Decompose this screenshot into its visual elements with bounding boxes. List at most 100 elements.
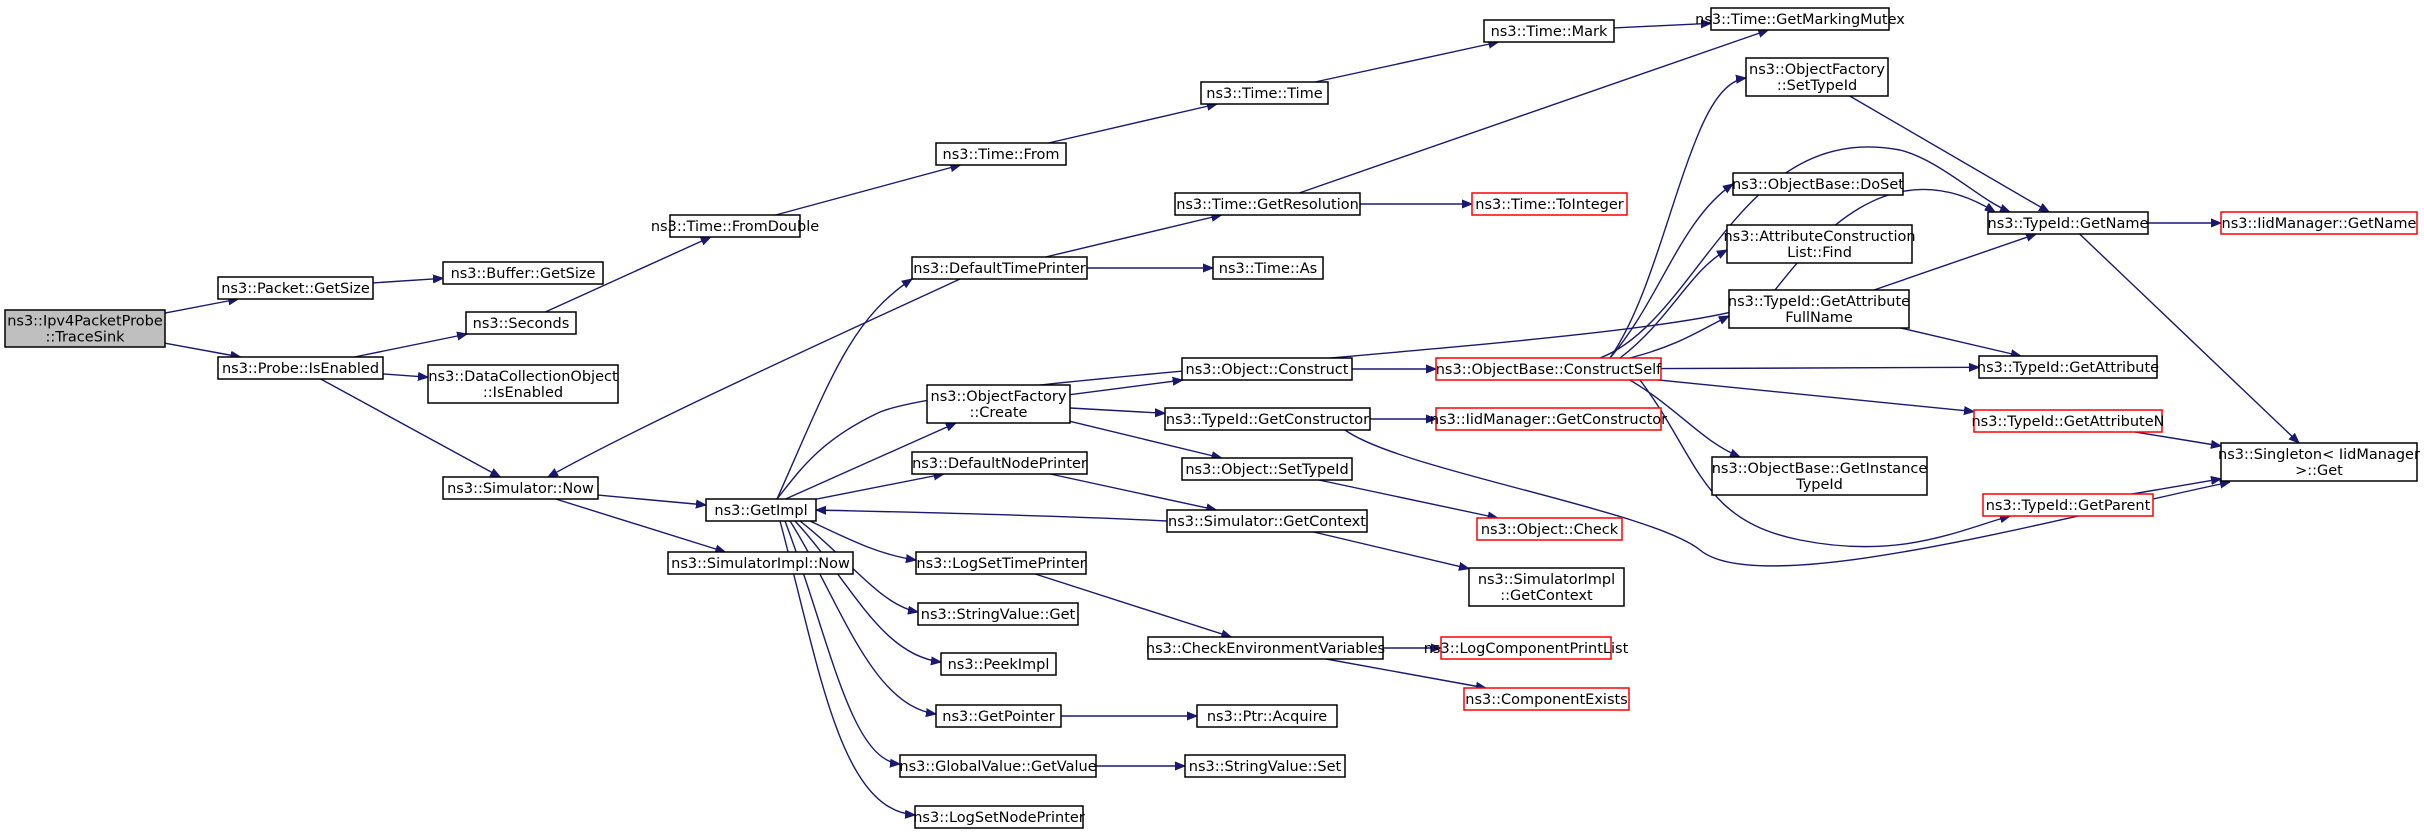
node-label: FullName [1785, 310, 1853, 326]
function-node[interactable]: ns3::TypeId::GetAttributeN [1971, 409, 2165, 433]
call-edge [372, 278, 443, 283]
node-label: ns3::ObjectBase::DoSet [1732, 177, 1904, 193]
function-node[interactable]: ns3::Simulator::Now [442, 476, 599, 500]
node-box [1483, 19, 1615, 43]
function-node[interactable]: ns3::Time::From [935, 142, 1067, 166]
node-label: ns3::TypeId::GetParent [1986, 498, 2151, 514]
node-label: ns3::Time::As [1219, 261, 1317, 277]
call-edge [1629, 315, 1729, 359]
node-label: ::TraceSink [45, 330, 125, 346]
call-edge [1599, 146, 2010, 359]
node-label: ns3::CheckEnvironmentVariables [1146, 641, 1385, 657]
node-box [926, 384, 1071, 424]
function-node[interactable]: ns3::Singleton< IidManager >::Get [2218, 442, 2420, 482]
function-node[interactable]: ns3::DefaultNodePrinter [911, 451, 1088, 475]
call-edge [1639, 379, 2010, 548]
node-label: ::SetTypeId [1777, 78, 1857, 94]
function-node[interactable]: ns3::SimulatorImpl::Now [667, 551, 854, 575]
node-label: ns3::TypeId::GetAttributeN [1971, 414, 2164, 430]
function-node[interactable]: ns3::GetPointer [935, 704, 1062, 728]
node-label: ns3::ObjectBase::GetInstance [1712, 461, 1928, 477]
node-label: ns3::TypeId::GetName [1988, 216, 2149, 232]
node-box [1212, 256, 1324, 280]
function-node[interactable]: ns3::GetImpl [705, 498, 817, 522]
root-function-node[interactable]: ns3::Ipv4PacketProbe::TraceSink [4, 309, 166, 348]
node-label: ns3::Buffer::GetSize [451, 266, 596, 282]
function-node[interactable]: ns3::StringValue::Get [917, 602, 1079, 626]
node-label: ns3::Packet::GetSize [221, 281, 370, 297]
function-node[interactable]: ns3::Time::GetMarkingMutex [1695, 7, 1905, 31]
node-box [1982, 493, 2154, 517]
node-label: >::Get [2295, 463, 2343, 479]
node-box [1181, 357, 1353, 381]
function-node[interactable]: ns3::Time::ToInteger [1471, 192, 1628, 216]
call-edge [1609, 184, 1733, 359]
node-label: ns3::AttributeConstruction [1723, 229, 1915, 245]
call-edge [1658, 379, 1974, 412]
node-label: ns3::StringValue::Set [1189, 759, 1342, 775]
function-node[interactable]: ns3::Object::SetTypeId [1181, 457, 1353, 481]
function-node[interactable]: ns3::ComponentExists [1463, 687, 1630, 711]
function-node[interactable]: ns3::Ptr::Acquire [1196, 704, 1338, 728]
function-node[interactable]: ns3::TypeId::GetName [1987, 211, 2149, 235]
call-edge [776, 279, 912, 500]
function-node[interactable]: ns3::Object::Check [1476, 517, 1623, 541]
function-node[interactable]: ns3::IidManager::GetName [2220, 211, 2418, 235]
call-edge [2132, 479, 2221, 495]
function-node[interactable]: ns3::Buffer::GetSize [442, 261, 604, 285]
function-node[interactable]: ns3::IidManager::GetConstructor [1430, 407, 1667, 431]
function-node[interactable]: ns3::ObjectFactory::Create [926, 384, 1071, 424]
call-edge [1314, 42, 1499, 83]
node-box [465, 311, 577, 335]
call-edge [1034, 573, 1231, 637]
call-edge [597, 494, 706, 505]
function-node[interactable]: ns3::Simulator::GetContext [1166, 509, 1368, 533]
function-node[interactable]: ns3::Object::Construct [1181, 357, 1353, 381]
function-node[interactable]: ns3::TypeId::GetParent [1982, 493, 2154, 517]
node-label: ns3::Time::FromDouble [651, 219, 819, 235]
function-node[interactable]: ns3::Probe::IsEnabled [217, 356, 384, 380]
node-box [914, 805, 1084, 829]
function-node[interactable]: ns3::LogSetTimePrinter [915, 551, 1087, 575]
node-label: ns3::LogSetTimePrinter [916, 556, 1085, 572]
function-node[interactable]: ns3::ObjectFactory::SetTypeId [1745, 57, 1889, 97]
call-edge [555, 498, 726, 552]
function-node[interactable]: ns3::StringValue::Set [1184, 754, 1346, 778]
node-label: ns3::ObjectFactory [1749, 62, 1885, 78]
function-node[interactable]: ns3::TypeId::GetConstructor [1164, 407, 1371, 431]
function-node[interactable]: ns3::ObjectBase::DoSet [1732, 172, 1904, 196]
node-label: ns3::Time::GetMarkingMutex [1695, 12, 1905, 28]
function-node[interactable]: ns3::DefaultTimePrinter [911, 256, 1088, 280]
node-box [1471, 192, 1628, 216]
function-node[interactable]: ns3::SimulatorImpl::GetContext [1468, 567, 1625, 607]
function-node[interactable]: ns3::PeekImpl [940, 652, 1057, 676]
function-node[interactable]: ns3::GlobalValue::GetValue [899, 754, 1097, 778]
node-label: ns3::GetImpl [714, 503, 807, 519]
function-node[interactable]: ns3::DataCollectionObject::IsEnabled [427, 364, 619, 404]
node-label: ns3::ComponentExists [1465, 692, 1628, 708]
node-label: ns3::Time::ToInteger [1475, 197, 1623, 213]
function-node[interactable]: ns3::Time::Time [1200, 81, 1329, 105]
function-node[interactable]: ns3::LogSetNodePrinter [913, 805, 1085, 829]
function-node[interactable]: ns3::CheckEnvironmentVariables [1146, 636, 1385, 660]
function-node[interactable]: ns3::Seconds [465, 311, 577, 335]
function-node[interactable]: ns3::Packet::GetSize [217, 276, 374, 300]
function-node[interactable]: ns3::ObjectBase::ConstructSelf [1435, 357, 1662, 381]
node-label: ns3::Object::SetTypeId [1185, 462, 1348, 478]
node-box [2220, 442, 2418, 482]
call-edge [1298, 30, 1768, 194]
node-box [1978, 355, 2158, 379]
function-node[interactable]: ns3::LogComponentPrintList [1424, 636, 1629, 660]
function-node[interactable]: ns3::Time::Mark [1483, 19, 1615, 43]
function-node[interactable]: ns3::Time::FromDouble [651, 214, 819, 238]
node-label: ns3::Time::GetResolution [1176, 197, 1359, 213]
function-node[interactable]: ns3::TypeId::GetAttribute [1977, 355, 2159, 379]
call-edge [1318, 479, 1498, 518]
node-box [911, 451, 1088, 475]
function-node[interactable]: ns3::Time::As [1212, 256, 1324, 280]
call-edge [2135, 431, 2221, 446]
function-node[interactable]: ns3::Time::GetResolution [1174, 192, 1361, 216]
